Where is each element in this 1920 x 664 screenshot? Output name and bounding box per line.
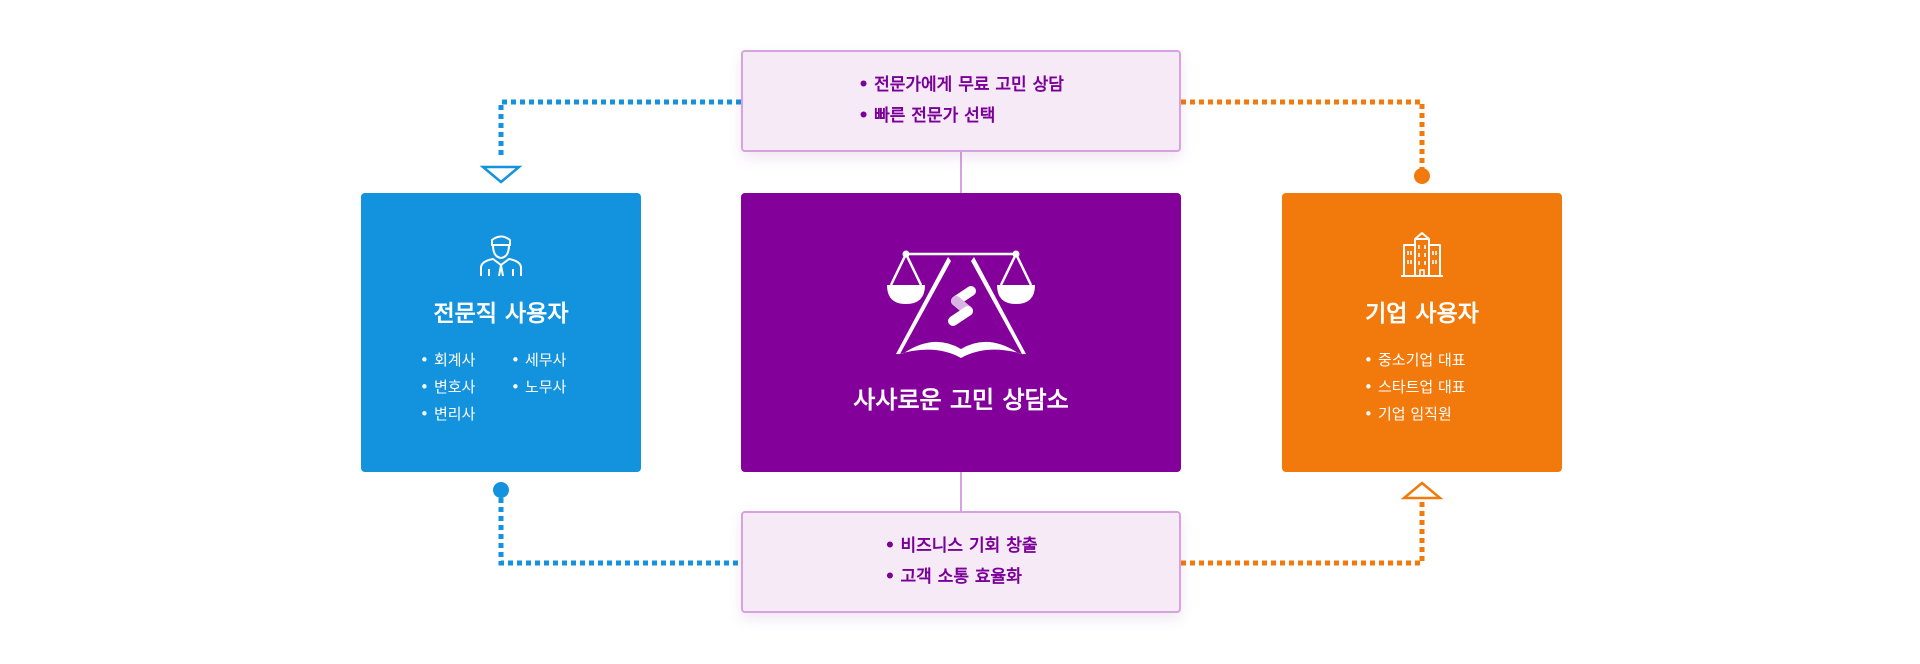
list-item: 기업 임직원 [1364,401,1466,428]
list-item: 노무사 [511,374,566,401]
bottom-benefits-box: 비즈니스 기회 창출 고객 소통 효율화 [741,511,1181,613]
professional-card-title: 전문직 사용자 [433,301,569,327]
top-benefits-box: 전문가에게 무료 고민 상담 빠른 전문가 선택 [741,50,1181,152]
list-item: 스타트업 대표 [1364,374,1466,401]
list-item: 중소기업 대표 [1364,347,1466,374]
business-user-card: 기업 사용자 중소기업 대표 스타트업 대표 기업 임직원 [1282,193,1562,472]
top-left-dotted-connector [479,99,741,184]
professional-person-icon [480,235,522,277]
up-arrow-icon [1400,481,1444,500]
scales-book-logo-icon [887,250,1035,358]
bottom-benefits-list: 비즈니스 기회 창출 고객 소통 효율화 [885,531,1038,593]
top-right-dotted-connector [1181,99,1430,184]
list-item: 변리사 [420,401,475,428]
down-arrow-icon [479,165,523,184]
professional-user-card: 전문직 사용자 회계사 변호사 변리사 세무사 노무사 [361,193,641,472]
service-title: 사사로운 고민 상담소 [853,386,1069,414]
list-item: 비즈니스 기회 창출 [885,531,1038,562]
service-center-card: 사사로운 고민 상담소 [741,193,1181,472]
top-benefits-list: 전문가에게 무료 고민 상담 빠른 전문가 선택 [858,70,1064,132]
list-item: 빠른 전문가 선택 [858,101,1064,132]
dot-endpoint-icon [1414,168,1430,184]
professional-list-column-1: 회계사 변호사 변리사 [420,347,475,428]
list-item: 전문가에게 무료 고민 상담 [858,70,1064,101]
list-item: 고객 소통 효율화 [885,562,1038,593]
professional-list-column-2: 세무사 노무사 [511,347,566,401]
list-item: 세무사 [511,347,566,374]
office-building-icon [1401,232,1443,277]
bottom-left-dotted-connector [493,482,741,566]
business-list: 중소기업 대표 스타트업 대표 기업 임직원 [1364,347,1466,428]
business-card-title: 기업 사용자 [1365,301,1479,327]
list-item: 변호사 [420,374,475,401]
dot-endpoint-icon [493,482,509,498]
bottom-right-dotted-connector [1181,481,1444,566]
list-item: 회계사 [420,347,475,374]
